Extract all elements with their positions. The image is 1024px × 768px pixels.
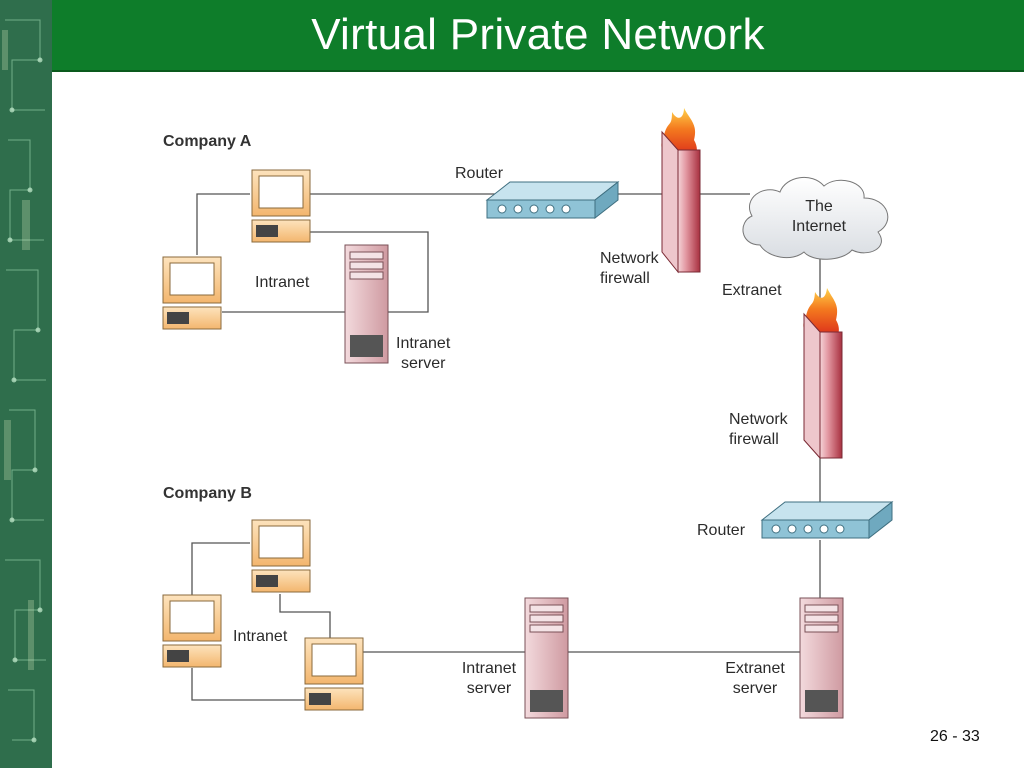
company-a-intranet-label: Intranet: [255, 274, 310, 291]
company-a-heading: Company A: [163, 133, 252, 150]
company-a-router-icon: [485, 180, 620, 220]
company-a-firewall-label: Network firewall: [600, 250, 659, 287]
title-bar: Virtual Private Network: [52, 0, 1024, 72]
company-a-server-label: Intranet server: [396, 335, 451, 372]
company-b-intranet-label: Intranet: [233, 628, 288, 645]
company-b-extranet-server-icon: [799, 597, 844, 719]
company-b-extranet-server-label: Extranet server: [725, 660, 785, 697]
company-b-heading: Company B: [163, 485, 252, 502]
company-a-computer-top-icon: [251, 169, 311, 243]
company-b-computer-bottom-icon: [304, 637, 364, 711]
company-b-firewall-label: Network firewall: [729, 411, 788, 448]
company-a-router-label: Router: [455, 165, 504, 182]
circuit-pattern-icon: [0, 0, 52, 768]
internet-label: The Internet: [791, 198, 847, 235]
company-a-firewall-icon: [661, 108, 701, 274]
company-b-router-icon: [760, 500, 894, 540]
company-b-computer-top-icon: [251, 519, 311, 593]
company-b-intranet-server-label: Intranet server: [461, 660, 517, 697]
company-b-router-label: Router: [697, 522, 746, 539]
decorative-side-strip: [0, 0, 52, 768]
connection-lines: [191, 193, 821, 701]
company-a-computer-left-icon: [162, 256, 222, 330]
company-b-intranet-server-icon: [524, 597, 569, 719]
company-b-computer-left-icon: [162, 594, 222, 668]
internet-cloud-icon: [742, 177, 889, 260]
company-b-firewall-icon: [803, 288, 843, 460]
extranet-label: Extranet: [722, 282, 782, 299]
page-number: 26 - 33: [930, 728, 980, 745]
company-a-intranet-server-icon: [344, 244, 389, 364]
page-title: Virtual Private Network: [311, 10, 765, 59]
